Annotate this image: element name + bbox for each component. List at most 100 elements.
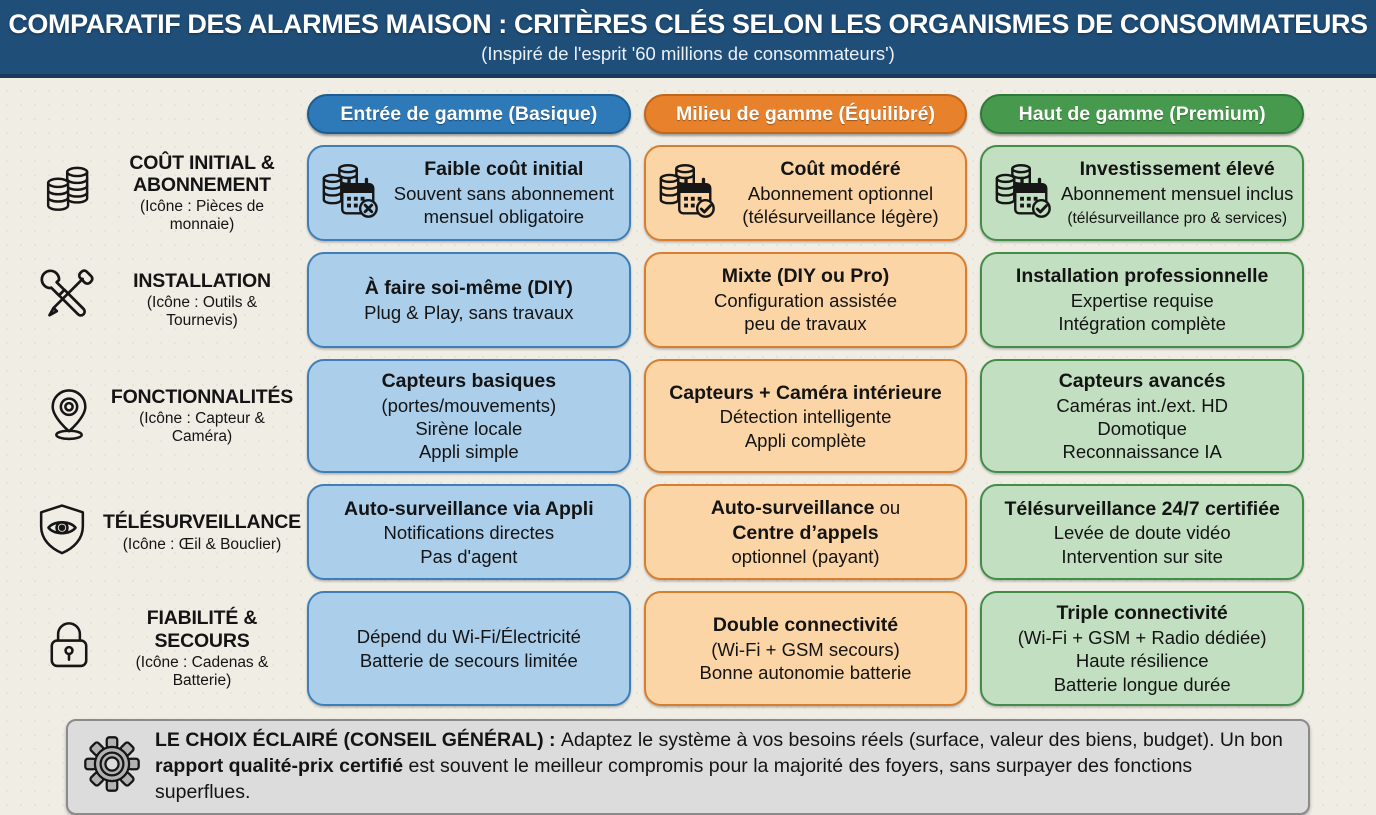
cell-line: Installation professionnelle <box>1015 265 1269 288</box>
row-label-installation: INSTALLATION(Icône : Outils & Tournevis) <box>22 252 294 348</box>
cell-line: Caméras int./ext. HD <box>1056 394 1228 416</box>
criterion-title: FIABILITÉ & SECOURS <box>146 607 258 652</box>
column-header-premium: Haut de gamme (Premium) <box>980 94 1304 134</box>
cell-line: Triple connectivité <box>1056 602 1228 625</box>
corner-spacer <box>22 94 294 134</box>
cell-fiabilite-equilibre: Double connectivité(Wi-Fi + GSM secours)… <box>643 591 968 706</box>
footer-advice-text: LE CHOIX ÉCLAIRÉ (CONSEIL GÉNÉRAL) : Ada… <box>155 728 1283 803</box>
cell-line: Batterie de secours limitée <box>359 649 578 671</box>
cell-line: Haute résilience <box>1075 650 1209 672</box>
gear-icon <box>84 736 140 797</box>
cell-line: Appli simple <box>418 441 519 463</box>
cell-line: (portes/mouvements) <box>381 394 557 416</box>
cell-line: Reconnaissance IA <box>1062 441 1222 463</box>
cell-line: Bonne autonomie batterie <box>699 661 912 683</box>
cell-text: Double connectivité(Wi-Fi + GSM secours)… <box>652 613 960 684</box>
criterion-caption: (Icône : Cadenas & Batterie) <box>135 654 269 690</box>
cell-line: Capteurs + Caméra intérieure <box>669 381 942 404</box>
cell-line: Intervention sur site <box>1061 545 1223 567</box>
criterion-caption: (Icône : Œil & Bouclier) <box>122 535 282 553</box>
footer-advice-box: LE CHOIX ÉCLAIRÉ (CONSEIL GÉNÉRAL) : Ada… <box>66 718 1310 815</box>
cell-line: Capteurs avancés <box>1058 370 1226 392</box>
criterion-title: COÛT INITIAL & ABONNEMENT <box>129 151 275 196</box>
cell-line: Mixte (DIY ou Pro) <box>721 265 890 288</box>
cell-line: Faible coût initial <box>424 158 584 181</box>
cell-installation-basique: À faire soi-même (DIY)Plug & Play, sans … <box>307 252 631 348</box>
coins-calendar-check-icon <box>652 160 718 227</box>
page-subtitle: (Inspiré de l'esprit '60 millions de con… <box>481 43 895 64</box>
cell-line: Abonnement optionnel <box>747 182 934 204</box>
row-label-fiabilite: FIABILITÉ & SECOURS(Icône : Cadenas & Ba… <box>22 591 294 705</box>
column-header-equilibre: Milieu de gamme (Équilibré) <box>643 94 968 134</box>
padlock-icon <box>40 617 98 680</box>
cell-line: Expertise requise <box>1070 289 1214 311</box>
row-label-fonctionnalites: FONCTIONNALITÉS(Icône : Capteur & Caméra… <box>22 359 294 473</box>
cell-line: Plug & Play, sans travaux <box>364 301 574 323</box>
cell-line: Coût modéré <box>780 158 901 181</box>
cell-fiabilite-premium: Triple connectivité(Wi-Fi + GSM + Radio … <box>980 591 1304 706</box>
cell-line: Dépend du Wi-Fi/Électricité <box>356 626 581 648</box>
cell-line: Investissement élevé <box>1079 158 1275 181</box>
cell-line: peu de travaux <box>744 313 867 335</box>
cell-line: Souvent sans abonnement <box>393 182 614 204</box>
cell-line: (télésurveillance pro & services) <box>1067 210 1287 228</box>
cell-line: Auto-surveillance ou <box>710 497 901 520</box>
cell-line: Auto-surveillance via Appli <box>344 497 594 520</box>
criterion-title: INSTALLATION <box>133 269 271 292</box>
cell-line: Levée de doute vidéo <box>1053 522 1231 544</box>
cell-line: À faire soi-même (DIY) <box>364 277 573 300</box>
eye-shield-icon <box>33 501 91 564</box>
cell-line: Configuration assistée <box>713 289 898 311</box>
cell-line: Sirène locale <box>415 417 523 439</box>
cell-line: (télésurveillance légère) <box>742 206 939 228</box>
cell-line: Double connectivité <box>712 614 899 637</box>
cell-line: Domotique <box>1097 417 1187 439</box>
cell-line: Détection intelligente <box>719 406 892 428</box>
criterion-caption: (Icône : Pièces de monnaie) <box>139 198 265 234</box>
cell-text: À faire soi-même (DIY)Plug & Play, sans … <box>315 276 623 324</box>
criterion-title: FONCTIONNALITÉS <box>110 386 294 409</box>
column-header-basique: Entrée de gamme (Basique) <box>307 94 631 134</box>
cell-text: Mixte (DIY ou Pro)Configuration assistée… <box>652 264 960 335</box>
cell-line: Intégration complète <box>1058 313 1226 335</box>
cell-line: (Wi-Fi + GSM + Radio dédiée) <box>1017 627 1267 649</box>
cell-line: (Wi-Fi + GSM secours) <box>711 638 900 660</box>
page-title: COMPARATIF DES ALARMES MAISON : CRITÈRES… <box>8 9 1368 39</box>
cell-line: Batterie longue durée <box>1053 673 1231 695</box>
cell-line: Capteurs basiques <box>381 370 557 392</box>
cell-line: optionnel (payant) <box>731 546 880 568</box>
cell-text: Triple connectivité(Wi-Fi + GSM + Radio … <box>988 601 1296 695</box>
cell-text: Capteurs basiques(portes/mouvements)Sirè… <box>315 369 623 463</box>
cell-fonctionnalites-basique: Capteurs basiques(portes/mouvements)Sirè… <box>307 359 631 474</box>
cell-line: Notifications directes <box>383 522 555 544</box>
tools-icon <box>40 268 98 332</box>
cell-installation-equilibre: Mixte (DIY ou Pro)Configuration assistée… <box>643 252 968 348</box>
coins-calendar-x-icon <box>315 160 381 227</box>
cell-line: mensuel obligatoire <box>423 206 585 228</box>
criterion-caption: (Icône : Capteur & Caméra) <box>139 410 265 446</box>
title-bar: COMPARATIF DES ALARMES MAISON : CRITÈRES… <box>0 0 1376 78</box>
sensor-pin-icon <box>40 385 98 448</box>
row-label-telesurveillance: TÉLÉSURVEILLANCE(Icône : Œil & Bouclier) <box>22 484 301 580</box>
cell-line: Abonnement mensuel inclus <box>1060 182 1294 204</box>
coins-icon <box>40 162 98 225</box>
cell-line: Pas d'agent <box>420 545 518 567</box>
row-label-cout: COÛT INITIAL & ABONNEMENT(Icône : Pièces… <box>22 145 294 241</box>
